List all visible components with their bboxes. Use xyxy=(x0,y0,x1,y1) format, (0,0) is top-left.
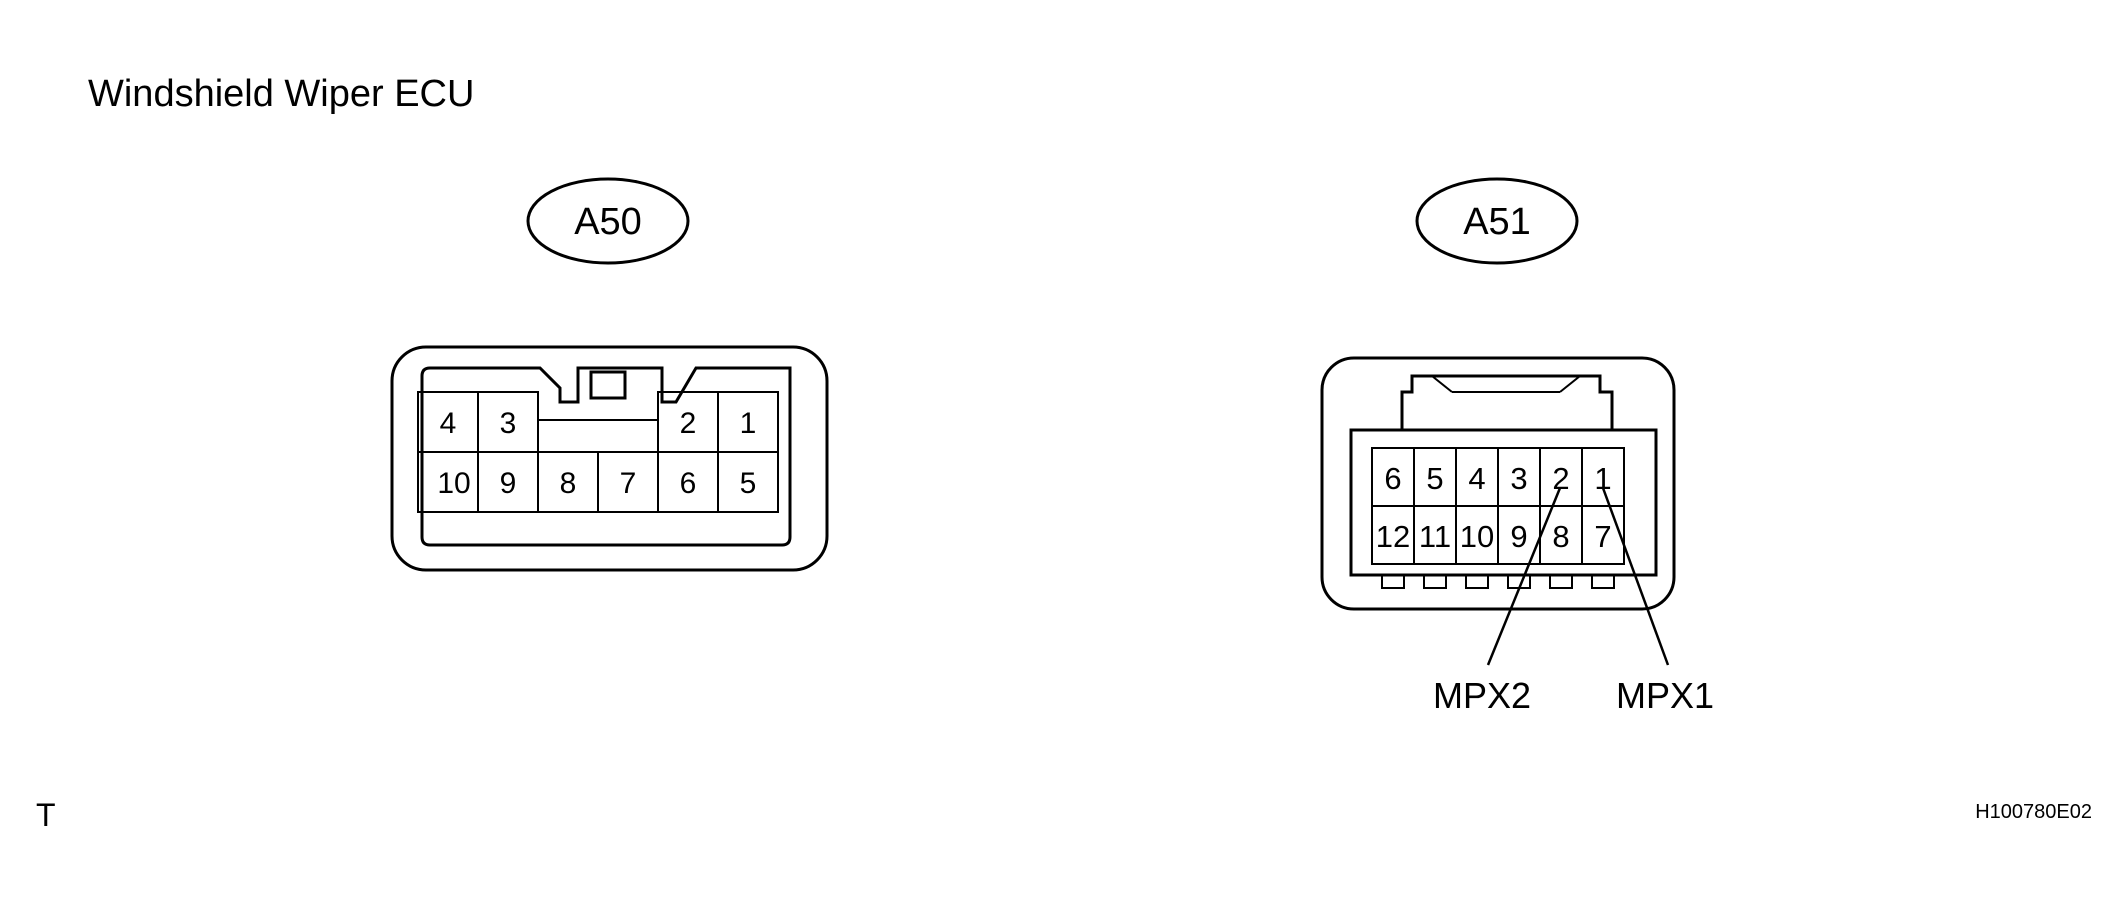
connector-a50-pins: 4 3 2 1 10 9 8 7 6 5 xyxy=(437,407,756,500)
connector-a51-keyway xyxy=(1400,374,1614,430)
diagram-title: Windshield Wiper ECU xyxy=(88,73,474,115)
a51-pin-label: 10 xyxy=(1460,519,1494,554)
connector-a51-label-ellipse xyxy=(1415,177,1579,265)
a51-pin-label: 3 xyxy=(1510,461,1527,496)
a50-pin-label: 3 xyxy=(500,407,517,440)
connector-a51-housing xyxy=(1320,356,1676,611)
callout-mpx2: MPX2 xyxy=(1433,675,1531,716)
connector-a51-frame xyxy=(1349,428,1658,577)
connector-a50-housing xyxy=(390,345,829,572)
mpx2-leader-line xyxy=(1486,487,1562,666)
connector-a51-pins: 6 5 4 3 2 1 12 11 10 9 8 7 xyxy=(1376,461,1612,554)
a50-pin-label: 1 xyxy=(740,407,757,440)
callout-mpx1: MPX1 xyxy=(1616,675,1714,716)
a50-pin-label: 9 xyxy=(500,467,517,500)
a50-pin-label: 2 xyxy=(680,407,697,440)
a51-pin-label: 11 xyxy=(1419,519,1451,554)
connector-a50-lock-window xyxy=(589,370,627,400)
connector-a51-id: A51 xyxy=(1463,201,1531,243)
connector-a50-cavities xyxy=(417,391,779,513)
a51-pin-label: 8 xyxy=(1552,519,1569,554)
a51-pin-label: 5 xyxy=(1426,461,1443,496)
a50-pin-label: 5 xyxy=(740,467,757,500)
a51-pin-label: 7 xyxy=(1594,519,1611,554)
connector-a51-bumps xyxy=(1381,574,1615,589)
connector-a51 xyxy=(1320,177,1676,666)
a51-pin-label: 2 xyxy=(1552,461,1569,496)
a51-pin-label: 1 xyxy=(1594,461,1611,496)
a51-pin-label: 9 xyxy=(1510,519,1527,554)
connector-a50-label-ellipse xyxy=(526,177,690,265)
mpx1-leader-line xyxy=(1601,487,1670,666)
figure-code: H100780E02 xyxy=(1975,801,2092,823)
a50-pin-label: 4 xyxy=(440,407,457,440)
a51-pin-label: 12 xyxy=(1376,519,1410,554)
a51-pin-label: 4 xyxy=(1468,461,1485,496)
connector-a50-frame xyxy=(420,366,792,547)
a50-pin-label: 6 xyxy=(680,467,697,500)
a50-pin-label: 7 xyxy=(620,467,637,500)
connector-a50-id: A50 xyxy=(574,201,642,243)
a50-pin-label: 8 xyxy=(560,467,577,500)
a50-pin-label: 10 xyxy=(437,467,470,500)
a51-pin-label: 6 xyxy=(1384,461,1401,496)
footer-left-mark: T xyxy=(36,797,56,833)
connector-a50 xyxy=(390,177,829,572)
